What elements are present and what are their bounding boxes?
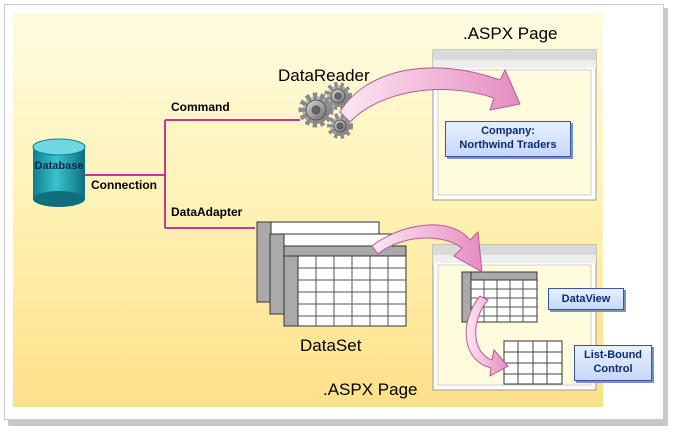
company-box: Company: Northwind Traders bbox=[445, 121, 571, 157]
company-line1: Company: bbox=[481, 125, 535, 137]
connector-lines bbox=[85, 119, 300, 229]
gear-icon bbox=[298, 82, 353, 139]
datareader-label: DataReader bbox=[278, 66, 370, 85]
dataview-box: DataView bbox=[548, 288, 624, 310]
curved-arrow-icon bbox=[339, 67, 521, 377]
database-label: Database bbox=[34, 160, 84, 172]
listbound-grid-icon bbox=[503, 340, 563, 385]
command-label: Command bbox=[171, 100, 230, 114]
database-icon bbox=[32, 138, 86, 207]
aspx-page-bottom-label: .ASPX Page bbox=[323, 380, 418, 399]
dataset-label: DataSet bbox=[300, 336, 362, 355]
dataadapter-label: DataAdapter bbox=[171, 205, 243, 219]
listbound-box: List-Bound Control bbox=[574, 345, 652, 381]
company-line2: Northwind Traders bbox=[459, 139, 557, 151]
listbound-line2: Control bbox=[593, 363, 633, 375]
connection-label: Connection bbox=[91, 178, 157, 192]
aspx-page-top-label: .ASPX Page bbox=[463, 24, 558, 43]
dataset-icon bbox=[256, 221, 407, 327]
dataview-label: DataView bbox=[561, 293, 611, 305]
listbound-line1: List-Bound bbox=[583, 349, 643, 361]
